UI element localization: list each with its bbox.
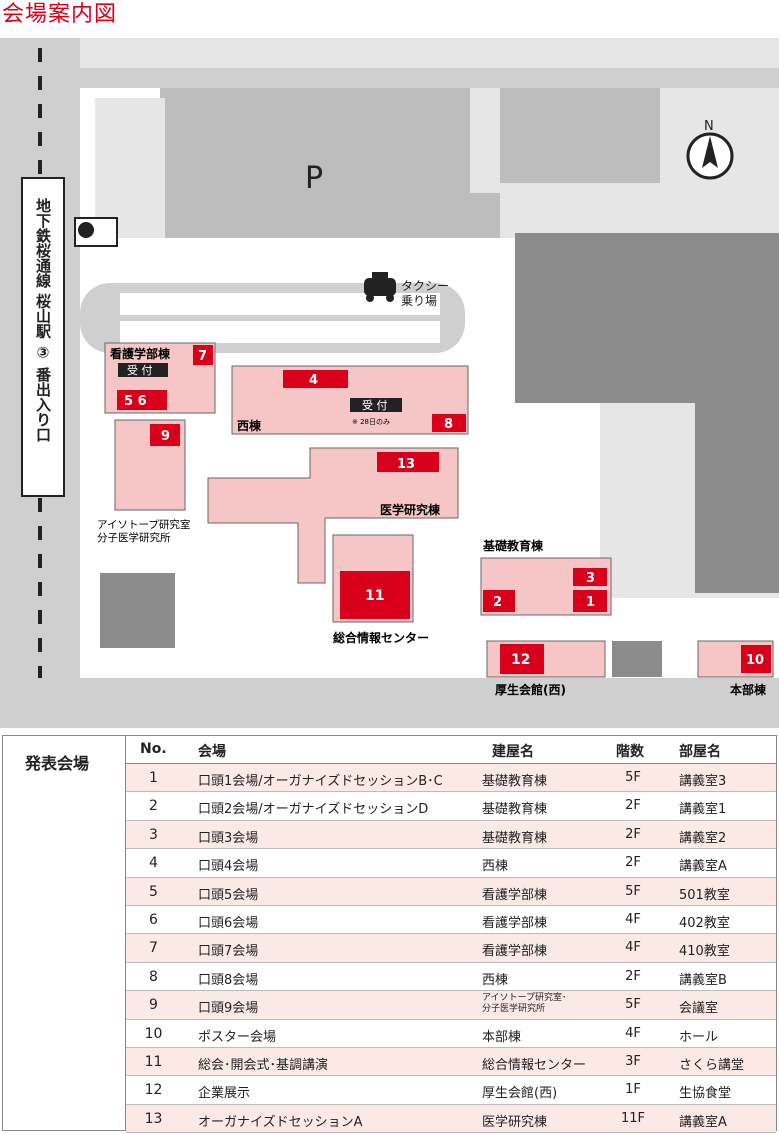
svg-text:8: 8 [444,417,453,432]
svg-text:9: 9 [161,429,170,444]
svg-text:厚生会館(西): 厚生会館(西) [495,682,566,697]
room-4 [283,370,348,388]
isotope-label: アイソトープ研究室分子医学研究所 [97,518,190,544]
north-label: N [704,119,714,134]
parking-label: P [305,161,323,196]
subway-entrance-box [21,177,65,497]
gray-block [100,573,175,648]
room-5-6 [117,390,167,410]
room-12 [500,644,544,674]
svg-text:受 付: 受 付 [127,364,153,377]
medical-research-building [207,447,459,584]
page-title: 会場案内図 [2,2,118,27]
table-header: No. 会場 建屋名 階数 部屋名 [126,736,776,764]
svg-text:医学研究棟: 医学研究棟 [380,502,441,517]
svg-text:5 6: 5 6 [124,394,147,409]
room-10 [741,645,771,673]
svg-text:基礎教育棟: 基礎教育棟 [482,538,544,553]
road-south [0,678,779,728]
east-building [515,233,779,593]
svg-text:※ 28日のみ: ※ 28日のみ [352,418,390,426]
campus-map: P N タクシー乗り場 地下鉄桜通線 桜山駅 ③ 番出入り口 看護学部棟 7 受… [0,38,779,728]
svg-text:3: 3 [586,571,595,586]
svg-text:本部棟: 本部棟 [730,682,767,697]
svg-text:4: 4 [309,373,318,388]
room-9 [150,424,180,446]
svg-text:10: 10 [746,653,764,668]
parking-lot [160,88,660,238]
svg-text:受 付: 受 付 [362,399,388,412]
room-3 [573,568,607,586]
svg-text:2: 2 [493,595,502,610]
svg-text:1: 1 [586,595,595,610]
svg-text:12: 12 [511,652,530,668]
room-8 [432,414,466,432]
room-2 [483,590,515,612]
svg-text:7: 7 [198,349,207,364]
svg-text:総合情報センター: 総合情報センター [333,630,429,645]
room-11 [340,571,410,619]
west-label: 西棟 [237,418,262,433]
room-1 [573,590,607,612]
room-13 [377,452,439,472]
nursing-label: 看護学部棟 [110,346,171,361]
room-7 [193,345,213,365]
taxi-label: タクシー乗り場 [401,279,449,308]
svg-text:13: 13 [397,457,415,472]
svg-text:11: 11 [365,588,384,604]
taxi-icon [364,272,396,302]
section-label: 発表会場 [25,754,90,773]
road-north [80,68,779,88]
subway-label: 地下鉄桜通線 桜山駅 ③ 番出入り口 [34,197,52,442]
